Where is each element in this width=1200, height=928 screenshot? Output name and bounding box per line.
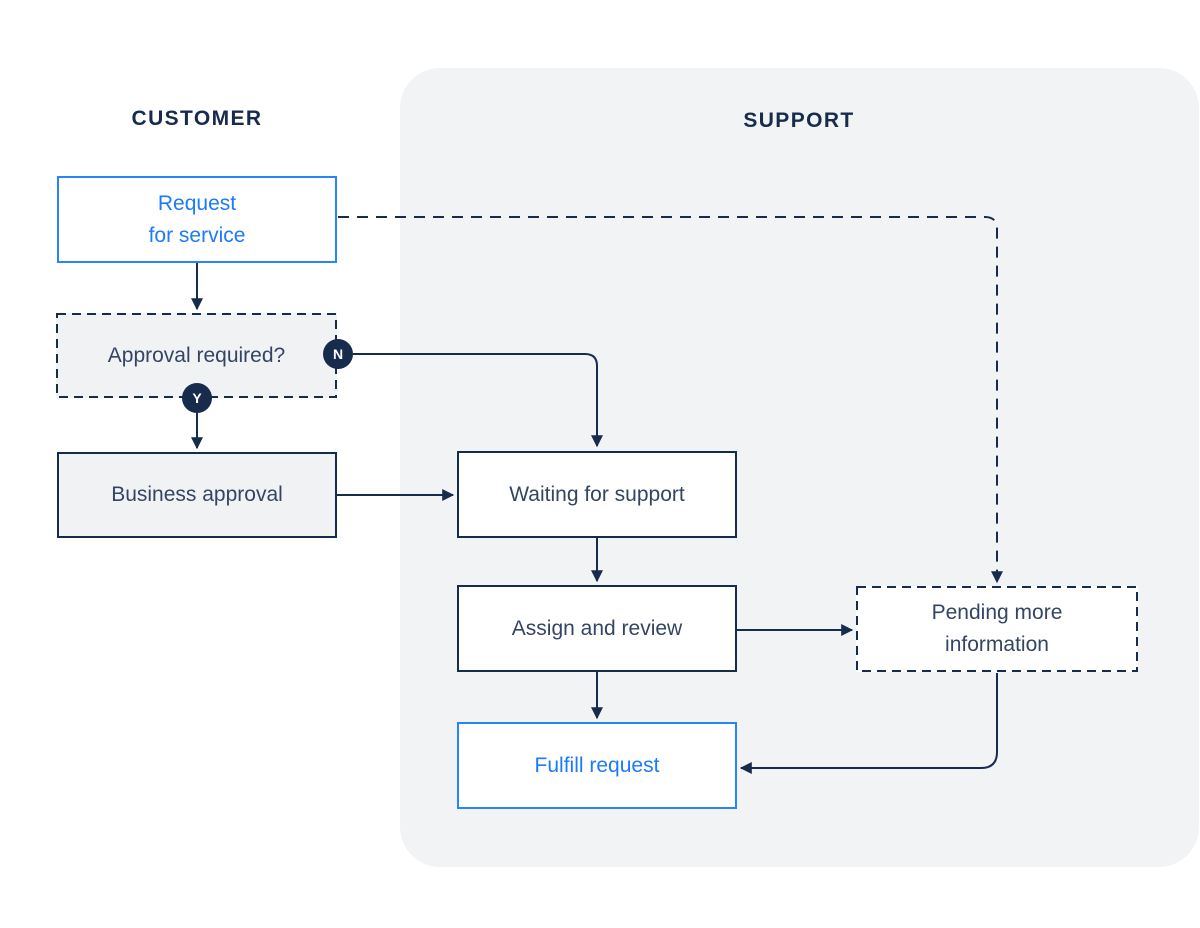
- lane-label-support: SUPPORT: [743, 109, 855, 132]
- node-label-line: Pending more: [931, 601, 1063, 624]
- node-business-approval: Business approval: [57, 452, 337, 538]
- node-label: Business approval: [111, 483, 283, 506]
- lane-label-customer: CUSTOMER: [131, 107, 263, 130]
- node-label: Assign and review: [511, 616, 683, 640]
- decision-badge-yes: Y: [182, 383, 212, 413]
- node-label: Approval required?: [107, 343, 286, 367]
- node-label-line: for service: [148, 223, 246, 247]
- node-label-line: information: [945, 633, 1049, 656]
- node-label: Fulfill request: [534, 753, 660, 777]
- decision-badge-no: N: [323, 339, 353, 369]
- node-label: Waiting for support: [509, 482, 685, 506]
- node-waiting-for-support: Waiting for support: [457, 451, 737, 538]
- node-label-line: Request: [157, 191, 237, 215]
- node-assign-and-review: Assign and review: [457, 585, 737, 672]
- node-fulfill-request: Fulfill request: [457, 722, 737, 809]
- node-request-for-service: Request for service: [57, 176, 337, 263]
- node-pending-more-information: Pending more information: [856, 586, 1138, 672]
